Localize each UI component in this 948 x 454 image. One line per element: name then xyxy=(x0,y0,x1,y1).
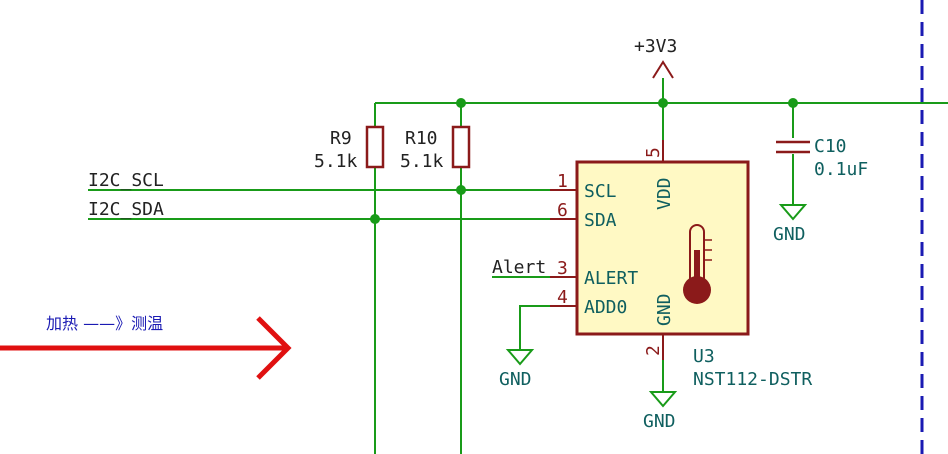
gnd-symbol-icon xyxy=(778,204,808,221)
pin-name: GND xyxy=(654,293,675,326)
gnd-label: GND xyxy=(643,411,676,432)
net-label-sda: I2C_SDA xyxy=(88,199,164,220)
u3-ref: U3 xyxy=(693,346,715,367)
junction-dot xyxy=(456,98,466,108)
gnd-label: GND xyxy=(773,224,806,245)
r9-ref: R9 xyxy=(330,128,352,149)
r10-value: 5.1k xyxy=(400,151,444,172)
pin-number: 6 xyxy=(557,200,568,221)
pin-number: 3 xyxy=(557,258,568,279)
r10-ref: R10 xyxy=(405,128,438,149)
power-label: +3V3 xyxy=(634,36,677,57)
pin-number: 4 xyxy=(557,287,568,308)
resistor-r10[interactable] xyxy=(451,125,471,169)
c10-ref: C10 xyxy=(814,136,847,157)
junction-dot xyxy=(658,98,668,108)
gnd-symbol-icon xyxy=(648,391,678,408)
r9-value: 5.1k xyxy=(314,151,358,172)
pin-number: 2 xyxy=(643,345,664,356)
gnd-label: GND xyxy=(499,369,532,390)
ic-u3-body[interactable] xyxy=(575,160,750,336)
net-label-alert: Alert xyxy=(492,257,546,278)
pin-name: SCL xyxy=(584,181,617,202)
resistor-r9[interactable] xyxy=(365,125,385,169)
gnd-symbol-icon xyxy=(505,349,535,366)
junction-dot xyxy=(788,98,798,108)
net-label-scl: I2C_SCL xyxy=(88,170,164,191)
junction-dot xyxy=(456,185,466,195)
thermometer-icon xyxy=(683,224,712,304)
c10-value: 0.1uF xyxy=(814,159,868,180)
junction-dot xyxy=(370,214,380,224)
add0-wire[interactable] xyxy=(519,305,550,350)
pin-name: VDD xyxy=(654,177,675,210)
heat-annotation: 加热 ——》测温 xyxy=(46,314,163,333)
power-arrow-icon xyxy=(652,60,674,79)
u3-part-number: NST112-DSTR xyxy=(693,369,812,390)
pin-name: SDA xyxy=(584,210,617,231)
pin-name: ALERT xyxy=(584,268,638,289)
pin-name: ADD0 xyxy=(584,297,627,318)
pin-number: 1 xyxy=(557,171,568,192)
heat-direction-arrow-icon xyxy=(0,316,292,380)
pin-number: 5 xyxy=(643,147,664,158)
